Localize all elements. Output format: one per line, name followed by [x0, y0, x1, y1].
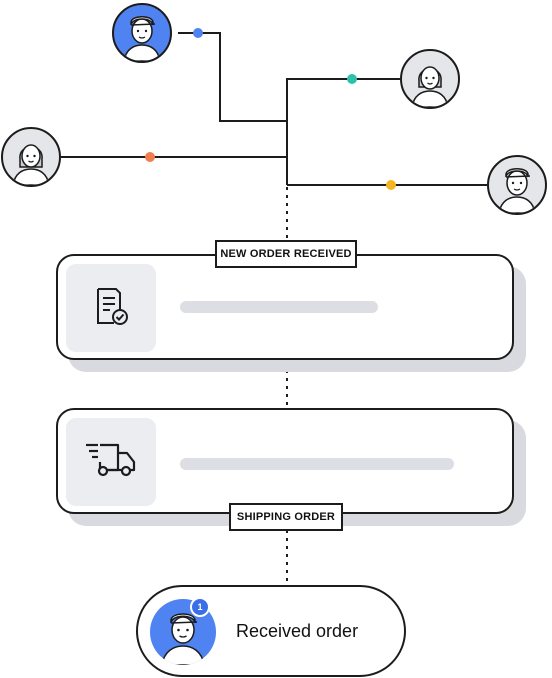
placeholder-bar: [180, 301, 378, 313]
status-dot-teal: [347, 74, 357, 84]
notification-badge: 1: [190, 597, 210, 617]
received-order-label: Received order: [236, 620, 359, 641]
customer-avatar-left[interactable]: [1, 127, 61, 187]
status-dot-yellow: [386, 180, 396, 190]
placeholder-bar: [180, 458, 454, 470]
customer-avatar-right-upper[interactable]: [400, 49, 460, 109]
stage-label-new-order: NEW ORDER RECEIVED: [215, 240, 357, 268]
delivery-truck-icon: [84, 440, 138, 485]
icon-tile: [66, 264, 156, 352]
icon-tile: [66, 418, 156, 506]
received-order-pill[interactable]: Received order: [136, 585, 406, 677]
status-dot-orange: [145, 152, 155, 162]
connector-right-upper-customer: [286, 78, 400, 185]
shipping-order-card[interactable]: [56, 408, 514, 514]
customer-avatar-right-lower[interactable]: [487, 155, 547, 215]
connector-top-customer: [178, 32, 287, 122]
stage-label-shipping-order: SHIPPING ORDER: [229, 503, 343, 531]
document-check-icon: [90, 285, 132, 332]
status-dot-blue: [193, 28, 203, 38]
customer-avatar-top[interactable]: [112, 3, 172, 63]
new-order-card[interactable]: [56, 254, 514, 360]
